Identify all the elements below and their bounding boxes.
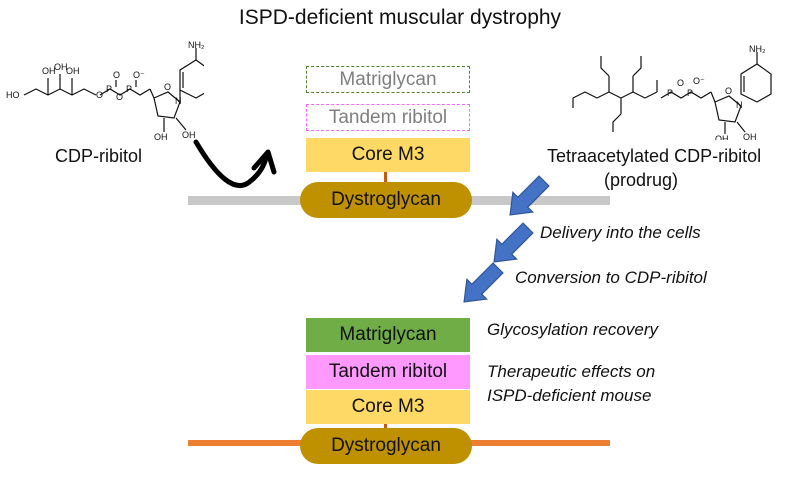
diagram-title: ISPD-deficient muscular dystrophy: [238, 6, 562, 29]
atom-oh-4: OH: [154, 132, 168, 140]
bottom-matriglycan-box: Matriglycan: [306, 318, 470, 352]
top-matriglycan-box: Matriglycan: [306, 66, 470, 93]
bottom-dystroglycan-pill: Dystroglycan: [300, 428, 472, 464]
atom-o-minus-a: O⁻: [693, 76, 705, 86]
atom-o-3: O: [116, 92, 123, 102]
step-delivery: Delivery into the cells: [540, 223, 701, 242]
atom-n: N: [175, 96, 182, 106]
atom-p-1: P: [106, 84, 112, 94]
tetraacetylated-label-line2: (prodrug): [604, 170, 679, 190]
bottom-core-stub: [384, 422, 387, 432]
atom-oh-3: OH: [66, 66, 80, 76]
atom-oh-b: OH: [743, 132, 757, 140]
top-core-stub: [384, 172, 387, 182]
blue-arrow-1: [509, 175, 550, 216]
top-tandem-ribitol-box: Tandem ribitol: [306, 104, 470, 131]
atom-p-b: P: [687, 88, 693, 98]
blue-arrow-2: [493, 222, 534, 263]
top-core-m3-box: Core M3: [306, 138, 470, 172]
tetraacetylated-cdp-ribitol-structure: O P P O⁻ O OH OH NH₂ N: [572, 44, 772, 140]
atom-n-a: N: [736, 100, 743, 110]
step-conversion: Conversion to CDP-ribitol: [515, 268, 707, 287]
bottom-tandem-ribitol-box: Tandem ribitol: [306, 355, 470, 389]
tetraacetylated-label-line1: Tetraacetylated CDP-ribitol: [547, 146, 762, 166]
curved-arrow-head: [251, 149, 277, 175]
atom-oh-2: OH: [54, 62, 68, 72]
step-therapeutic-line1: Therapeutic effects on: [487, 362, 656, 381]
step-glycosylation: Glycosylation recovery: [487, 320, 659, 339]
atom-nh2-a: NH₂: [749, 44, 766, 54]
curved-arrow: [193, 139, 269, 188]
blue-arrow-3: [463, 262, 504, 303]
atom-o-ring-a: O: [725, 86, 732, 96]
atom-p-a: P: [667, 88, 673, 98]
atom-oh-a: OH: [715, 134, 729, 140]
step-therapeutic-line2: ISPD-deficient mouse: [487, 386, 652, 405]
cdp-ribitol-label: CDP-ribitol: [55, 146, 143, 166]
bottom-core-m3-box: Core M3: [306, 390, 470, 424]
atom-nh2: NH₂: [188, 40, 204, 50]
atom-p-2: P: [126, 84, 132, 94]
atom-o-1: O: [96, 90, 103, 100]
atom-oh-1: OH: [42, 66, 56, 76]
atom-ho: HO: [6, 90, 20, 100]
cdp-ribitol-structure: HO OH OH OH O P O O P O⁻ O OH OH NH₂ N: [6, 40, 204, 140]
atom-o-a: O: [677, 78, 684, 88]
atom-oh-5: OH: [182, 130, 196, 140]
atom-o-ring: O: [164, 82, 171, 92]
top-dystroglycan-pill: Dystroglycan: [300, 182, 472, 218]
atom-o-2: O: [113, 70, 120, 80]
atom-o-minus: O⁻: [133, 70, 145, 80]
